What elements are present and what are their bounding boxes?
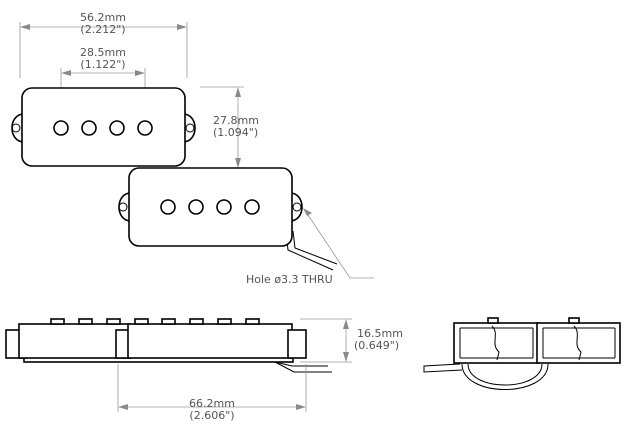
end-body-left [453, 322, 540, 364]
mounting-ear-left [118, 192, 132, 222]
pole-piece [137, 120, 153, 136]
side-height-inch: (0.649") [354, 339, 399, 352]
pickup-top-1 [11, 87, 196, 167]
pole-piece [53, 120, 69, 136]
dimension-side-length: 66.2mm (2.606") [117, 364, 307, 422]
pole-piece [160, 199, 176, 215]
side-body-left [18, 323, 131, 359]
side-length-inch: (2.606") [189, 409, 234, 422]
side-ear-right [287, 329, 307, 359]
pole-top [217, 318, 232, 325]
pole-spacing-mm: 28.5mm [80, 46, 126, 59]
overall-width-mm: 56.2mm [80, 11, 126, 24]
dimension-height: 27.8mm (1.094") [200, 86, 259, 169]
pole-piece [244, 199, 260, 215]
pickup-top-2 [118, 167, 338, 271]
pole-top [78, 318, 93, 325]
hole-callout-label: Hole ø3.3 THRU [246, 273, 333, 286]
pole-piece [109, 120, 125, 136]
pickup-end-view [423, 317, 621, 390]
pole-piece [81, 120, 97, 136]
pole-spacing-inch: (1.122") [80, 58, 125, 71]
pole-top [189, 318, 204, 325]
side-body-right [127, 323, 293, 359]
pickup-side-view [5, 318, 332, 373]
height-mm: 27.8mm [213, 114, 259, 127]
hole-callout: Hole ø3.3 THRU [246, 208, 374, 286]
pickup-body [21, 87, 186, 167]
mounting-ear-right [182, 113, 196, 143]
pickup-body [128, 167, 293, 247]
pole-top [245, 318, 260, 325]
side-height-mm: 16.5mm [357, 327, 403, 340]
pole-top [134, 318, 149, 325]
pole-top [106, 318, 121, 325]
lead-wire [285, 230, 338, 271]
end-body-right [536, 322, 621, 364]
pole-piece [188, 199, 204, 215]
dimension-overall-width: 56.2mm (2.212") [19, 11, 188, 78]
pole-piece [216, 199, 232, 215]
side-length-mm: 66.2mm [189, 397, 235, 410]
overall-width-inch: (2.212") [80, 23, 125, 36]
pole-top [161, 318, 176, 325]
pole-top [50, 318, 65, 325]
dimension-side-height: 16.5mm (0.649") [300, 318, 403, 363]
height-inch: (1.094") [213, 126, 258, 139]
